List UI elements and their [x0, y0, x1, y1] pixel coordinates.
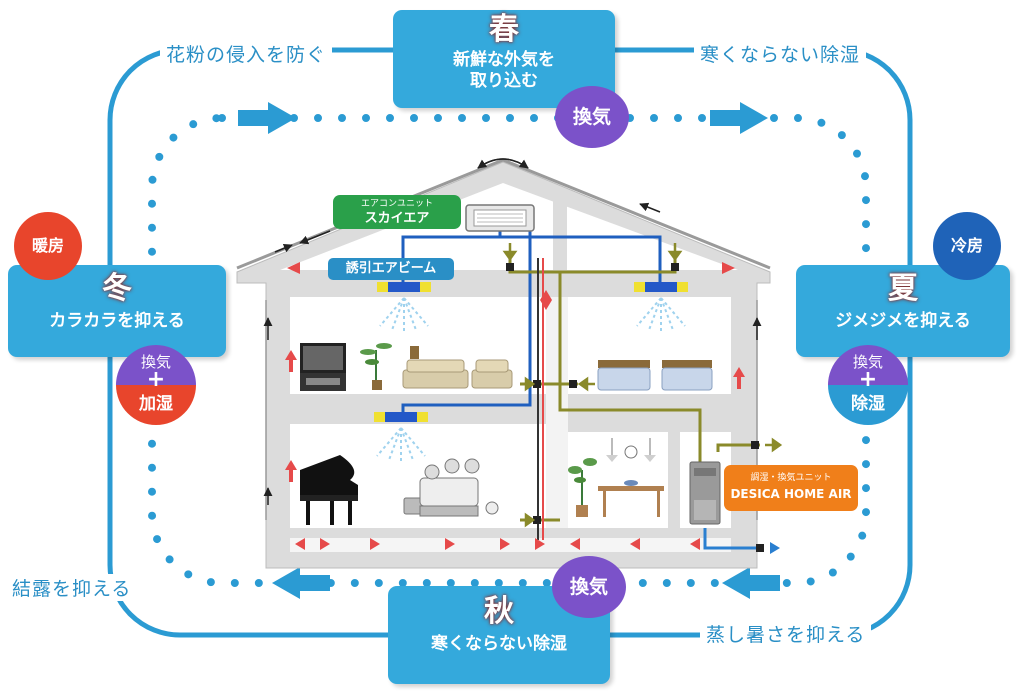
season-box-autumn: 秋 寒くならない除湿	[388, 586, 610, 684]
warm-air-arrows	[285, 262, 745, 550]
season-summer-title: 夏	[888, 271, 918, 306]
air-beam-label: 誘引エアビーム	[328, 258, 454, 280]
aircon-label-name: スカイエア	[364, 211, 430, 226]
badge-ventilation-top: 換気	[555, 86, 629, 148]
combo-summer-bottom: 除湿	[851, 394, 885, 414]
season-winter-line1: カラカラを抑える	[49, 311, 185, 331]
outdoor-air-in-arrow	[770, 542, 780, 554]
season-spring-line2: 取り込む	[470, 71, 538, 92]
aircon-label-small: エアコンユニット	[360, 199, 433, 209]
duct-joints	[506, 263, 764, 552]
season-spring-title: 春	[489, 12, 519, 47]
desica-unit-body	[689, 461, 721, 525]
combo-summer-plus: +	[858, 367, 878, 392]
caption-top-left: 花粉の侵入を防ぐ	[160, 40, 333, 67]
season-summer-line1: ジメジメを抑える	[835, 311, 971, 331]
season-autumn-title: 秋	[484, 594, 514, 629]
combo-summer-top: 換気	[852, 353, 883, 371]
roof-air-flow	[263, 158, 762, 505]
caption-bottom-right: 蒸し暑さを抑える	[700, 620, 872, 647]
caption-top-right: 寒くならない除湿	[694, 40, 867, 67]
season-winter-title: 冬	[102, 271, 132, 306]
air-beam-units	[374, 282, 688, 422]
combo-winter-bottom: 加湿	[139, 394, 173, 414]
season-autumn-line1: 寒くならない除湿	[431, 634, 567, 654]
badge-cooling: 冷房	[933, 212, 1001, 280]
cycle-direction-arrows	[238, 102, 780, 599]
season-box-summer: 夏 ジメジメを抑える	[796, 265, 1010, 357]
combo-summer-ventilation-dehumidify: 換気 + 除湿	[828, 345, 908, 425]
air-breeze	[376, 297, 686, 462]
combo-winter-ventilation-humidify: 換気 + 加湿	[116, 345, 196, 425]
piano-room	[300, 455, 499, 525]
badge-ventilation-bottom: 換気	[552, 556, 626, 618]
bedroom	[597, 360, 713, 391]
fresh-air-arrows	[502, 243, 783, 528]
desica-label: 調湿・換気ユニット DESICA HOME AIR	[724, 465, 858, 511]
season-spring-line1: 新鮮な外気を	[453, 50, 555, 70]
combo-winter-plus: +	[146, 367, 166, 392]
combo-winter-top: 換気	[140, 353, 171, 371]
dining-room	[568, 438, 664, 517]
caption-bottom-left: 結露を抑える	[6, 574, 138, 601]
season-box-winter: 冬 カラカラを抑える	[8, 265, 226, 357]
living-room	[300, 343, 513, 391]
desica-label-name: DESICA HOME AIR	[730, 487, 852, 501]
badge-heating: 暖房	[14, 212, 82, 280]
aircon-unit	[465, 204, 535, 232]
desica-label-small: 調湿・換気ユニット	[750, 473, 832, 483]
aircon-label: エアコンユニット スカイエア	[333, 195, 461, 229]
